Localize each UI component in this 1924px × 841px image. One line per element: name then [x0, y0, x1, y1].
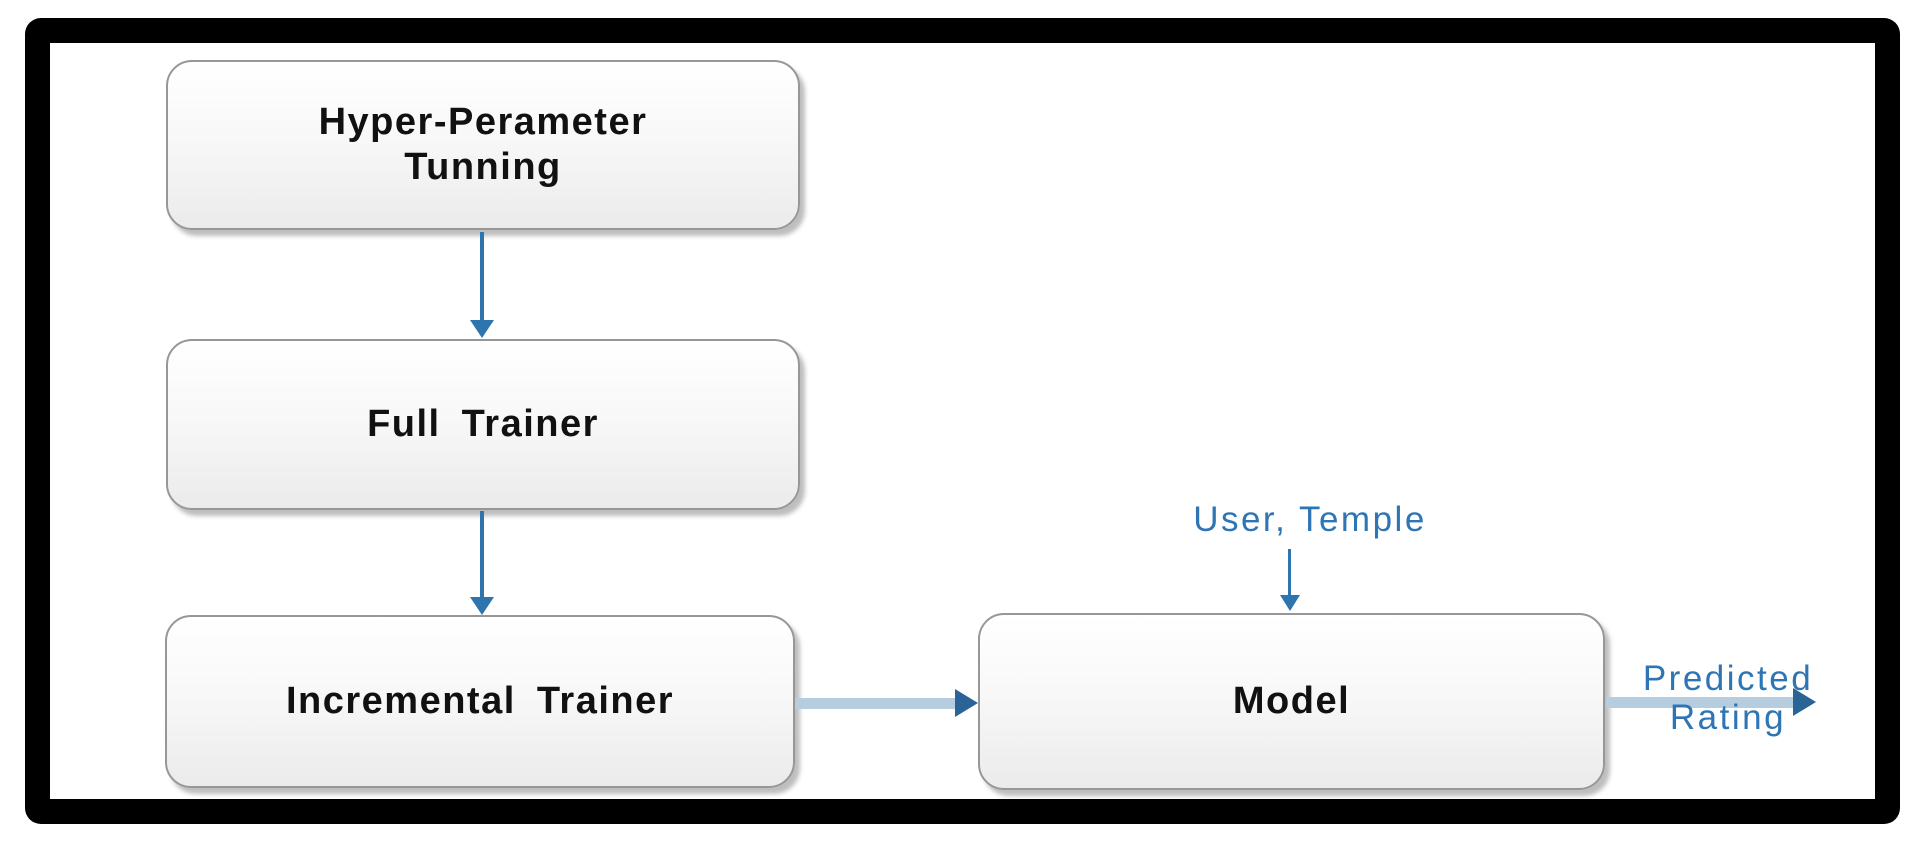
arrowhead-right-icon [955, 689, 978, 717]
node-full-trainer-label: Full Trainer [367, 403, 599, 445]
arrow-model-to-output-line [1606, 697, 1793, 708]
node-model: Model [978, 613, 1605, 790]
arrow-hyper-to-full-line [480, 232, 484, 320]
arrow-incremental-to-model-line [795, 698, 955, 709]
arrowhead-down-icon [1280, 595, 1300, 611]
arrow-full-to-incremental-line [480, 511, 484, 597]
node-full-trainer: Full Trainer [166, 339, 800, 510]
arrowhead-right-icon [1793, 688, 1816, 716]
model-input-label: User, Temple [1193, 500, 1427, 539]
node-hyper-parameter-tuning-label: Hyper-Perameter Tunning [318, 101, 648, 188]
model-output-label: Predicted Rating [1642, 659, 1814, 737]
node-incremental-trainer-label: Incremental Trainer [285, 680, 675, 722]
node-incremental-trainer: Incremental Trainer [165, 615, 795, 788]
node-hyper-parameter-tuning: Hyper-Perameter Tunning [166, 60, 800, 230]
node-model-label: Model [1232, 680, 1351, 722]
arrowhead-down-icon [470, 320, 494, 338]
arrow-input-to-model-line [1288, 549, 1291, 595]
arrowhead-down-icon [470, 597, 494, 615]
